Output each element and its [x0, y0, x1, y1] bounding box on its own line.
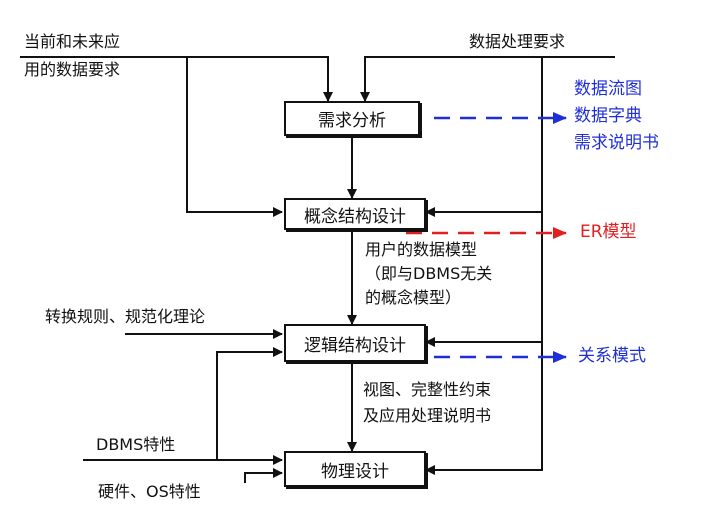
requirements-analysis-box: 需求分析: [284, 101, 420, 136]
arrow-current-future-to-analysis: [20, 56, 333, 102]
output-data-dictionary: 数据字典: [574, 106, 642, 126]
user-data-model-line1: 用户的数据模型: [365, 240, 478, 259]
logical-design-box: 逻辑结构设计: [284, 324, 426, 362]
views-constraints-line2: 及应用处理说明书: [363, 406, 492, 425]
input-conversion-rules: 转换规则、规范化理论: [45, 307, 206, 326]
input-hardware-os: 硬件、OS特性: [98, 482, 201, 501]
arrow-processing-to-analysis: [360, 56, 615, 102]
arrow-dbms-to-logical: [216, 347, 283, 460]
input-current-future-line2: 用的数据要求: [24, 60, 121, 79]
views-constraints-line1: 视图、完整性约束: [363, 380, 492, 399]
input-current-future-line1: 当前和未来应: [24, 32, 121, 51]
processing-feed-line: [425, 57, 543, 475]
output-requirements-spec: 需求说明书: [574, 133, 659, 153]
output-data-flow-diagram: 数据流图: [574, 79, 642, 99]
arrow-current-future-to-conceptual: [186, 57, 283, 217]
conceptual-design-box: 概念结构设计: [284, 198, 426, 230]
output-er-model: ER模型: [580, 222, 637, 242]
arrow-hardware-to-physical: [244, 468, 283, 483]
user-data-model-line3: 的概念模型）: [365, 288, 462, 307]
user-data-model-line2: （即与DBMS无关: [365, 264, 493, 283]
input-dbms-features: DBMS特性: [96, 435, 176, 454]
physical-design-box: 物理设计: [284, 451, 426, 487]
input-processing-requirements: 数据处理要求: [469, 32, 566, 51]
output-relational-schema: 关系模式: [578, 346, 646, 366]
